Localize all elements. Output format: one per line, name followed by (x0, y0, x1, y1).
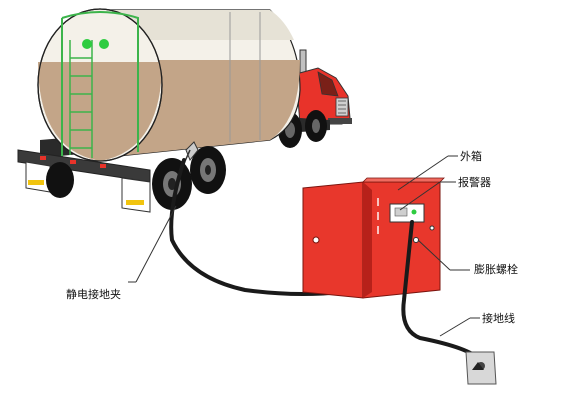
tank-light-right (99, 39, 109, 49)
tank (37, 8, 301, 162)
grounding-box (302, 177, 445, 299)
label-outer-box: 外箱 (460, 150, 482, 163)
label-static-clamp: 静电接地夹 (66, 288, 121, 301)
ladder (69, 40, 93, 158)
box-front (362, 181, 441, 299)
truck-cab (295, 49, 352, 125)
ground-terminal (465, 351, 497, 385)
label-alarm: 报警器 (458, 176, 491, 189)
expansion-bolt (413, 237, 419, 243)
leader-lines (128, 155, 480, 337)
tank-light-left (82, 39, 92, 49)
box-door (302, 181, 364, 299)
label-expansion-bolt: 膨胀螺栓 (474, 263, 518, 276)
ground-cable (401, 220, 482, 362)
tank-frame (61, 11, 139, 160)
label-ground-wire: 接地线 (482, 312, 515, 325)
